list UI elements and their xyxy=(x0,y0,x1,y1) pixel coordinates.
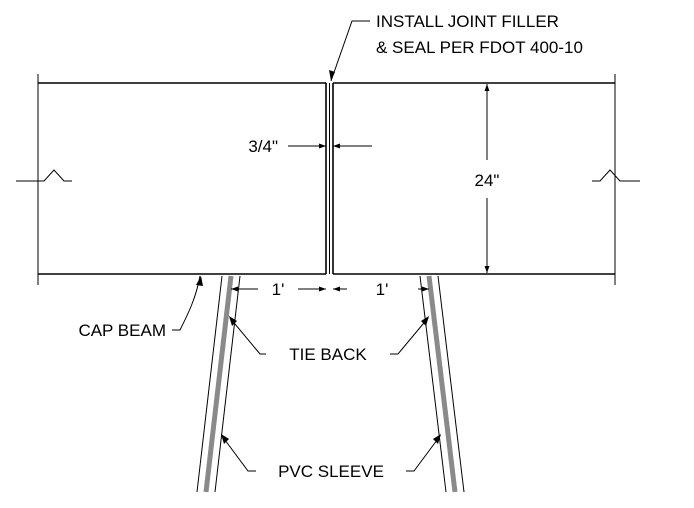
joint-filler-note: INSTALL JOINT FILLER & SEAL PER FDOT 400… xyxy=(329,12,583,82)
cap-beam-label: CAP BEAM xyxy=(78,321,166,340)
joint-width-label: 3/4" xyxy=(248,137,278,156)
right-offset-label: 1' xyxy=(376,280,389,299)
offset-dimensions: 1' 1' xyxy=(231,278,429,300)
tie-back-label: TIE BACK xyxy=(289,345,367,364)
right-break-line xyxy=(592,169,640,182)
pvc-sleeve-label: PVC SLEEVE xyxy=(278,462,384,481)
left-break-line xyxy=(16,169,72,182)
left-pvc-sleeve-inner xyxy=(214,275,241,493)
cap-beam-callout: CAP BEAM xyxy=(78,275,203,340)
beam-depth-label: 24" xyxy=(475,171,500,190)
right-tie-back-assembly xyxy=(419,275,465,493)
beam-depth-dimension: 24" xyxy=(475,84,500,273)
left-tie-back-assembly xyxy=(196,275,241,493)
right-beam-segment xyxy=(332,74,616,285)
joint-filler-note-line2: & SEAL PER FDOT 400-10 xyxy=(376,38,583,57)
joint-filler-note-line1: INSTALL JOINT FILLER xyxy=(376,12,559,31)
right-pvc-sleeve-outer xyxy=(419,275,447,493)
right-pvc-sleeve-inner xyxy=(437,275,465,493)
left-offset-label: 1' xyxy=(272,280,285,299)
tie-back-callout: TIE BACK xyxy=(229,316,429,364)
left-tie-back-rod xyxy=(203,275,234,493)
left-pvc-sleeve-outer xyxy=(196,275,223,493)
right-tie-back-rod xyxy=(426,275,458,493)
pvc-sleeve-callout: PVC SLEEVE xyxy=(221,434,441,481)
joint-width-dimension: 3/4" xyxy=(248,137,372,156)
left-beam-segment xyxy=(37,74,327,285)
